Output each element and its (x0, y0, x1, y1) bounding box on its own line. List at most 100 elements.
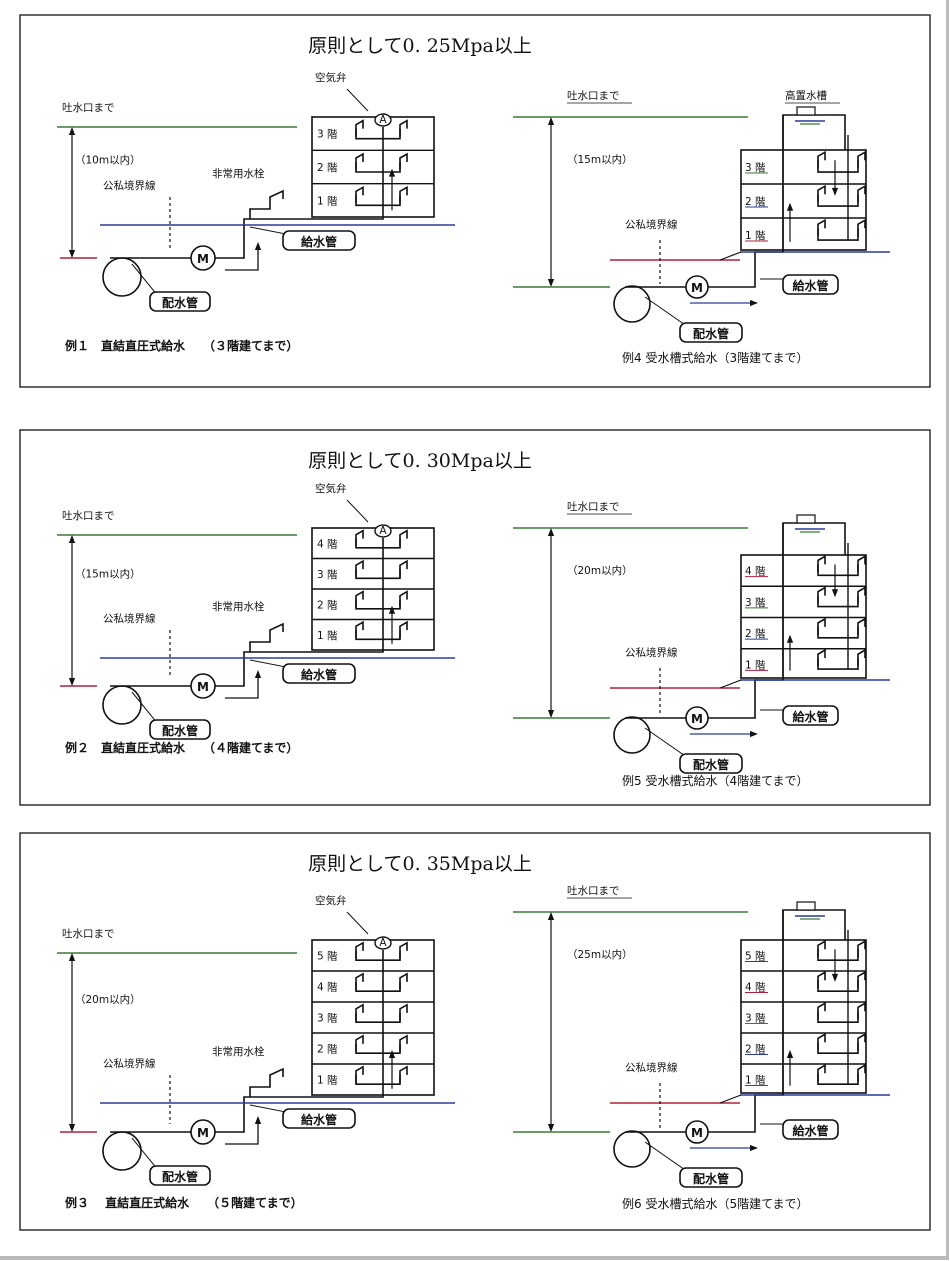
distribution-main-pipe (102, 685, 142, 725)
dimension-arrow-up (68, 953, 76, 961)
outlet-label: 吐水口まで (62, 510, 115, 522)
main-pipe-label: 配水管 (693, 326, 729, 341)
outlet-label: 吐水口まで (62, 102, 115, 114)
dimension-arrow-up (547, 528, 555, 536)
caption-tank: 例6 受水槽式給水（5階建てまで） (622, 1196, 809, 1211)
elevated-tank-label: 高置水槽 (785, 89, 827, 102)
faucet-icon (817, 1063, 826, 1082)
service-pipe-label: 給水管 (301, 234, 337, 249)
faucet-icon (817, 586, 826, 604)
emergency-hydrant (249, 189, 284, 219)
caption-direct: 例１ 直結直圧式給水 （３階建てまで） (65, 338, 298, 353)
branch-pipe (817, 228, 859, 241)
faucet-icon (857, 184, 866, 203)
faucet-icon (857, 617, 866, 635)
caption-tank: 例4 受水槽式給水（3階建てまで） (622, 350, 809, 365)
caption-tank: 例5 受水槽式給水（4階建てまで） (622, 773, 809, 788)
panel-frame-2 (19, 429, 931, 806)
main-pipe-label-box (679, 1167, 743, 1188)
outlet-label: 吐水口まで (62, 928, 115, 940)
outlet-label: 吐水口まで (567, 885, 620, 897)
dimension-arrow-down (547, 710, 555, 718)
floor-label-4: 4 階 (317, 538, 338, 550)
faucet-icon (355, 1065, 364, 1083)
flow-arrow-head (831, 187, 839, 196)
height-range-label: （10m以内） (75, 154, 141, 167)
air-valve (374, 113, 392, 127)
service-pipe-riser (215, 950, 384, 1133)
service-pipe-label: 給水管 (301, 1112, 337, 1127)
hydrant-label: 非常用水栓 (212, 1045, 265, 1058)
flow-direction-arrow (225, 246, 259, 271)
dimension-arrow-up (68, 127, 76, 135)
boundary-label: 公私境界線 (103, 612, 156, 625)
faucet-icon (399, 185, 408, 204)
faucet-icon (857, 648, 866, 667)
air-valve-label: 空気弁 (315, 482, 347, 495)
faucet-icon (817, 184, 826, 203)
main-pipe-label-box (149, 1165, 211, 1186)
tank-tower (782, 522, 846, 555)
floor-label-5: 5 階 (317, 951, 338, 963)
floor-label-3: 3 階 (745, 162, 766, 174)
branch-pipe (355, 630, 401, 641)
branch-pipe (355, 195, 401, 207)
emergency-hydrant (249, 622, 284, 652)
service-pipe-label-box (782, 274, 839, 295)
faucet-icon (817, 218, 826, 237)
main-pipe-label: 配水管 (693, 1171, 729, 1186)
faucet-icon (817, 1001, 826, 1020)
flow-arrow-head (254, 670, 262, 678)
faucet-icon (355, 119, 364, 137)
floor-label-3: 3 階 (317, 569, 338, 581)
branch-pipe (817, 1011, 859, 1023)
floor-label-2: 2 階 (745, 196, 766, 208)
main-pipe-label-box (679, 322, 743, 343)
faucet-icon (857, 939, 866, 958)
branch-pipe (355, 1012, 401, 1023)
height-range-label: （20m以内） (75, 993, 141, 1006)
faucet-icon (399, 590, 408, 608)
meter-label: M (691, 281, 703, 295)
service-pipe-label: 給水管 (792, 709, 828, 724)
faucet-icon (857, 970, 866, 989)
faucet-icon (817, 554, 826, 573)
flow-direction-arrow (225, 1120, 259, 1145)
building (311, 116, 435, 218)
air-valve-symbol: A (379, 937, 387, 949)
floor-label-3: 3 階 (745, 597, 766, 609)
faucet-icon (399, 941, 408, 959)
faucet-icon (399, 1034, 408, 1052)
building (740, 149, 867, 251)
distribution-main-pipe (613, 1130, 651, 1168)
air-valve (374, 936, 392, 950)
faucet-icon (857, 1001, 866, 1020)
air-valve-leader (346, 911, 369, 935)
height-range-label: （15m以内） (567, 153, 633, 166)
faucet-icon (399, 119, 408, 137)
branch-pipe (817, 658, 859, 670)
branch-pipe (817, 194, 859, 207)
faucet-icon (355, 1003, 364, 1021)
dimension-arrow-down (547, 279, 555, 287)
caption-direct: 例３ 直結直圧式給水 （５階建てまで） (65, 1195, 303, 1210)
elevated-tank (796, 514, 816, 524)
faucet-icon (817, 939, 826, 958)
panel-title-3: 原則として0. 35Mpa以上 (308, 853, 532, 875)
service-pipe-label: 給水管 (792, 278, 828, 293)
panel-frame-1 (19, 14, 931, 388)
branch-pipe (817, 595, 859, 608)
dimension-arrow-down (68, 250, 76, 258)
building (740, 554, 867, 679)
branch-pipe (355, 162, 401, 173)
outlet-label: 吐水口まで (567, 501, 620, 513)
hydrant-label: 非常用水栓 (212, 167, 265, 180)
faucet-icon (817, 1032, 826, 1051)
branch-pipe (817, 1073, 859, 1085)
road-slope (719, 251, 742, 261)
caption-direct: 例２ 直結直圧式給水 （４階建てまで） (65, 740, 298, 755)
boundary-label: 公私境界線 (103, 1057, 156, 1070)
air-valve-label: 空気弁 (315, 894, 347, 907)
faucet-icon (399, 529, 408, 547)
boundary-label: 公私境界線 (625, 1061, 678, 1074)
